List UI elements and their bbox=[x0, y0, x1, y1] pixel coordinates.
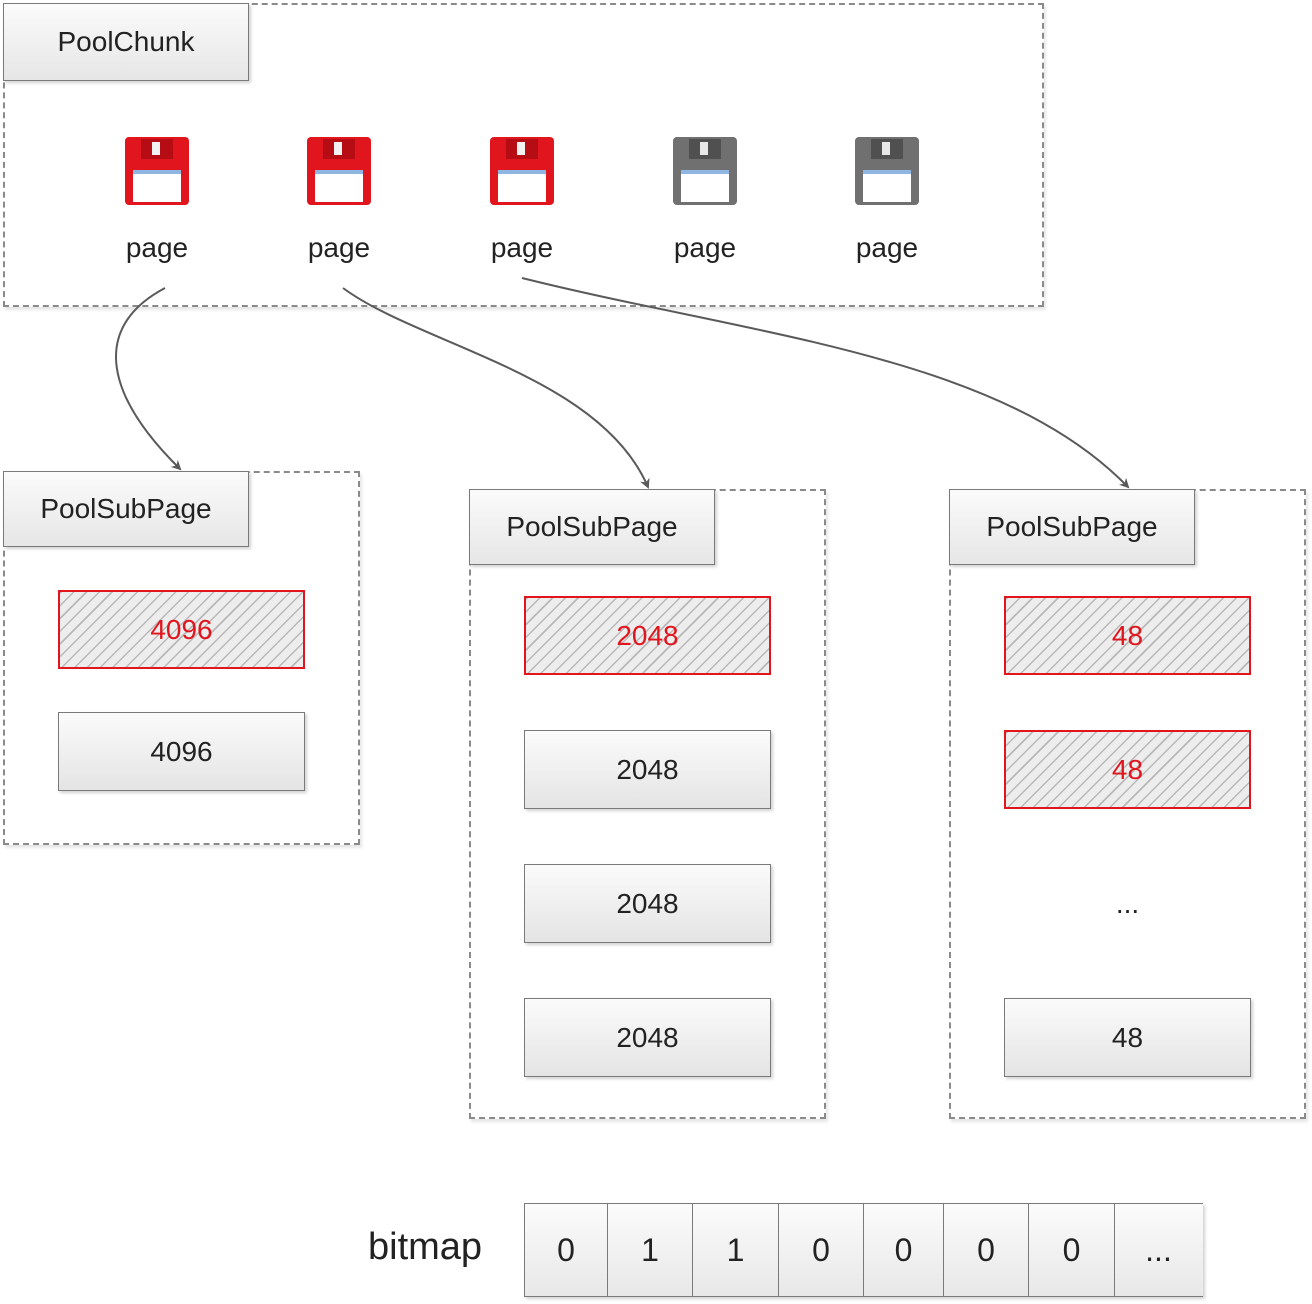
page-item: page bbox=[645, 136, 765, 276]
memory-block: 4096 bbox=[58, 590, 305, 669]
memory-block: 48 bbox=[1004, 596, 1251, 675]
arrow-page-3-to-subpage-3 bbox=[521, 277, 1130, 489]
page-item: page bbox=[97, 136, 217, 276]
pool-chunk-container bbox=[3, 3, 1044, 307]
memory-block: 2048 bbox=[524, 596, 771, 675]
memory-block: 48 bbox=[1004, 998, 1251, 1077]
memory-block: 48 bbox=[1004, 730, 1251, 809]
bitmap-cell-more: ... bbox=[1113, 1203, 1203, 1297]
page-label: page bbox=[307, 232, 371, 263]
memory-block: 2048 bbox=[524, 730, 771, 809]
floppy-disk-icon bbox=[307, 137, 371, 205]
subpage-title: PoolSubPage bbox=[469, 489, 715, 565]
pool-chunk-title: PoolChunk bbox=[3, 3, 249, 81]
bitmap-cell: 1 bbox=[606, 1203, 694, 1297]
bitmap-cell: 0 bbox=[942, 1203, 1030, 1297]
page-item: page bbox=[462, 136, 582, 276]
page-item: page bbox=[827, 136, 947, 276]
page-item: page bbox=[279, 136, 399, 276]
floppy-disk-icon bbox=[125, 137, 189, 205]
floppy-disk-icon bbox=[673, 137, 737, 205]
bitmap-cell: 0 bbox=[1028, 1203, 1115, 1297]
bitmap-cell: 1 bbox=[692, 1203, 779, 1297]
memory-block-ellipsis: ... bbox=[1115, 887, 1140, 919]
subpage-title: PoolSubPage bbox=[949, 489, 1195, 565]
bitmap-row: 0 1 1 0 0 0 0 ... bbox=[524, 1203, 1203, 1297]
bitmap-cell: 0 bbox=[524, 1203, 608, 1297]
floppy-disk-icon bbox=[490, 137, 554, 205]
bitmap-label: bitmap bbox=[368, 1226, 483, 1268]
memory-block: 4096 bbox=[58, 712, 305, 791]
page-label: page bbox=[855, 232, 919, 263]
page-label: page bbox=[490, 232, 554, 263]
arrow-page-2-to-subpage-2 bbox=[342, 287, 650, 489]
bitmap-cell: 0 bbox=[863, 1203, 944, 1297]
memory-block: 2048 bbox=[524, 864, 771, 943]
subpage-title: PoolSubPage bbox=[3, 471, 249, 547]
floppy-disk-icon bbox=[855, 137, 919, 205]
bitmap-cell: 0 bbox=[777, 1203, 865, 1297]
memory-block: 2048 bbox=[524, 998, 771, 1077]
arrow-page-1-to-subpage-1 bbox=[115, 287, 182, 471]
page-label: page bbox=[673, 232, 737, 263]
page-label: page bbox=[125, 232, 189, 263]
